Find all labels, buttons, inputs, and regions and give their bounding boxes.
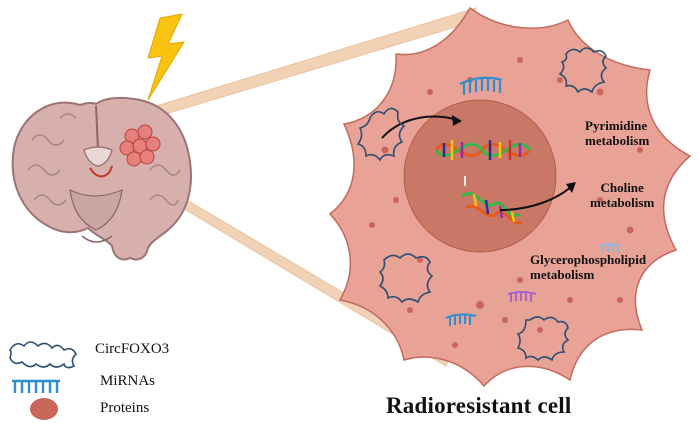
- diagram-title: Radioresistant cell: [386, 393, 572, 418]
- mirna-icon: [459, 76, 503, 95]
- circrna-icon: [356, 47, 608, 362]
- legend-proteins: Proteins: [100, 400, 150, 416]
- mirna-icon: [445, 313, 477, 326]
- brain-icon: [11, 96, 192, 261]
- mirna-icon: [599, 243, 621, 253]
- legend-mirnas: MiRNAs: [100, 373, 156, 389]
- protein-icon: [30, 398, 58, 420]
- arrow-icon: [499, 182, 576, 211]
- label-pyrimidine: Pyrimidine metabolism: [585, 118, 649, 148]
- tumor-icon: [119, 124, 161, 167]
- lightning-icon: [147, 13, 185, 101]
- label-choline-line1: Choline: [600, 180, 644, 195]
- dna-icon: [434, 140, 532, 160]
- protein-dots: [369, 57, 643, 348]
- label-choline-line2: metabolism: [590, 195, 655, 210]
- label-pyrimidine-line1: Pyrimidine: [585, 118, 648, 133]
- circrna-icon: [8, 341, 77, 369]
- mirna-icon: [12, 379, 60, 393]
- nucleus: [403, 99, 557, 253]
- dna-icon: [461, 192, 523, 225]
- label-glycero-line2: metabolism: [530, 267, 595, 282]
- label-glycerophospholipid: Glycerophospholipid metabolism: [530, 252, 646, 282]
- mirna-icon: [507, 291, 537, 302]
- label-glycero-line1: Glycerophospholipid: [530, 252, 647, 267]
- label-pyrimidine-line2: metabolism: [585, 133, 650, 148]
- label-choline: Choline metabolism: [590, 180, 654, 210]
- arrow-icon: [381, 115, 462, 139]
- legend-circfoxo3: CircFOXO3: [95, 341, 170, 357]
